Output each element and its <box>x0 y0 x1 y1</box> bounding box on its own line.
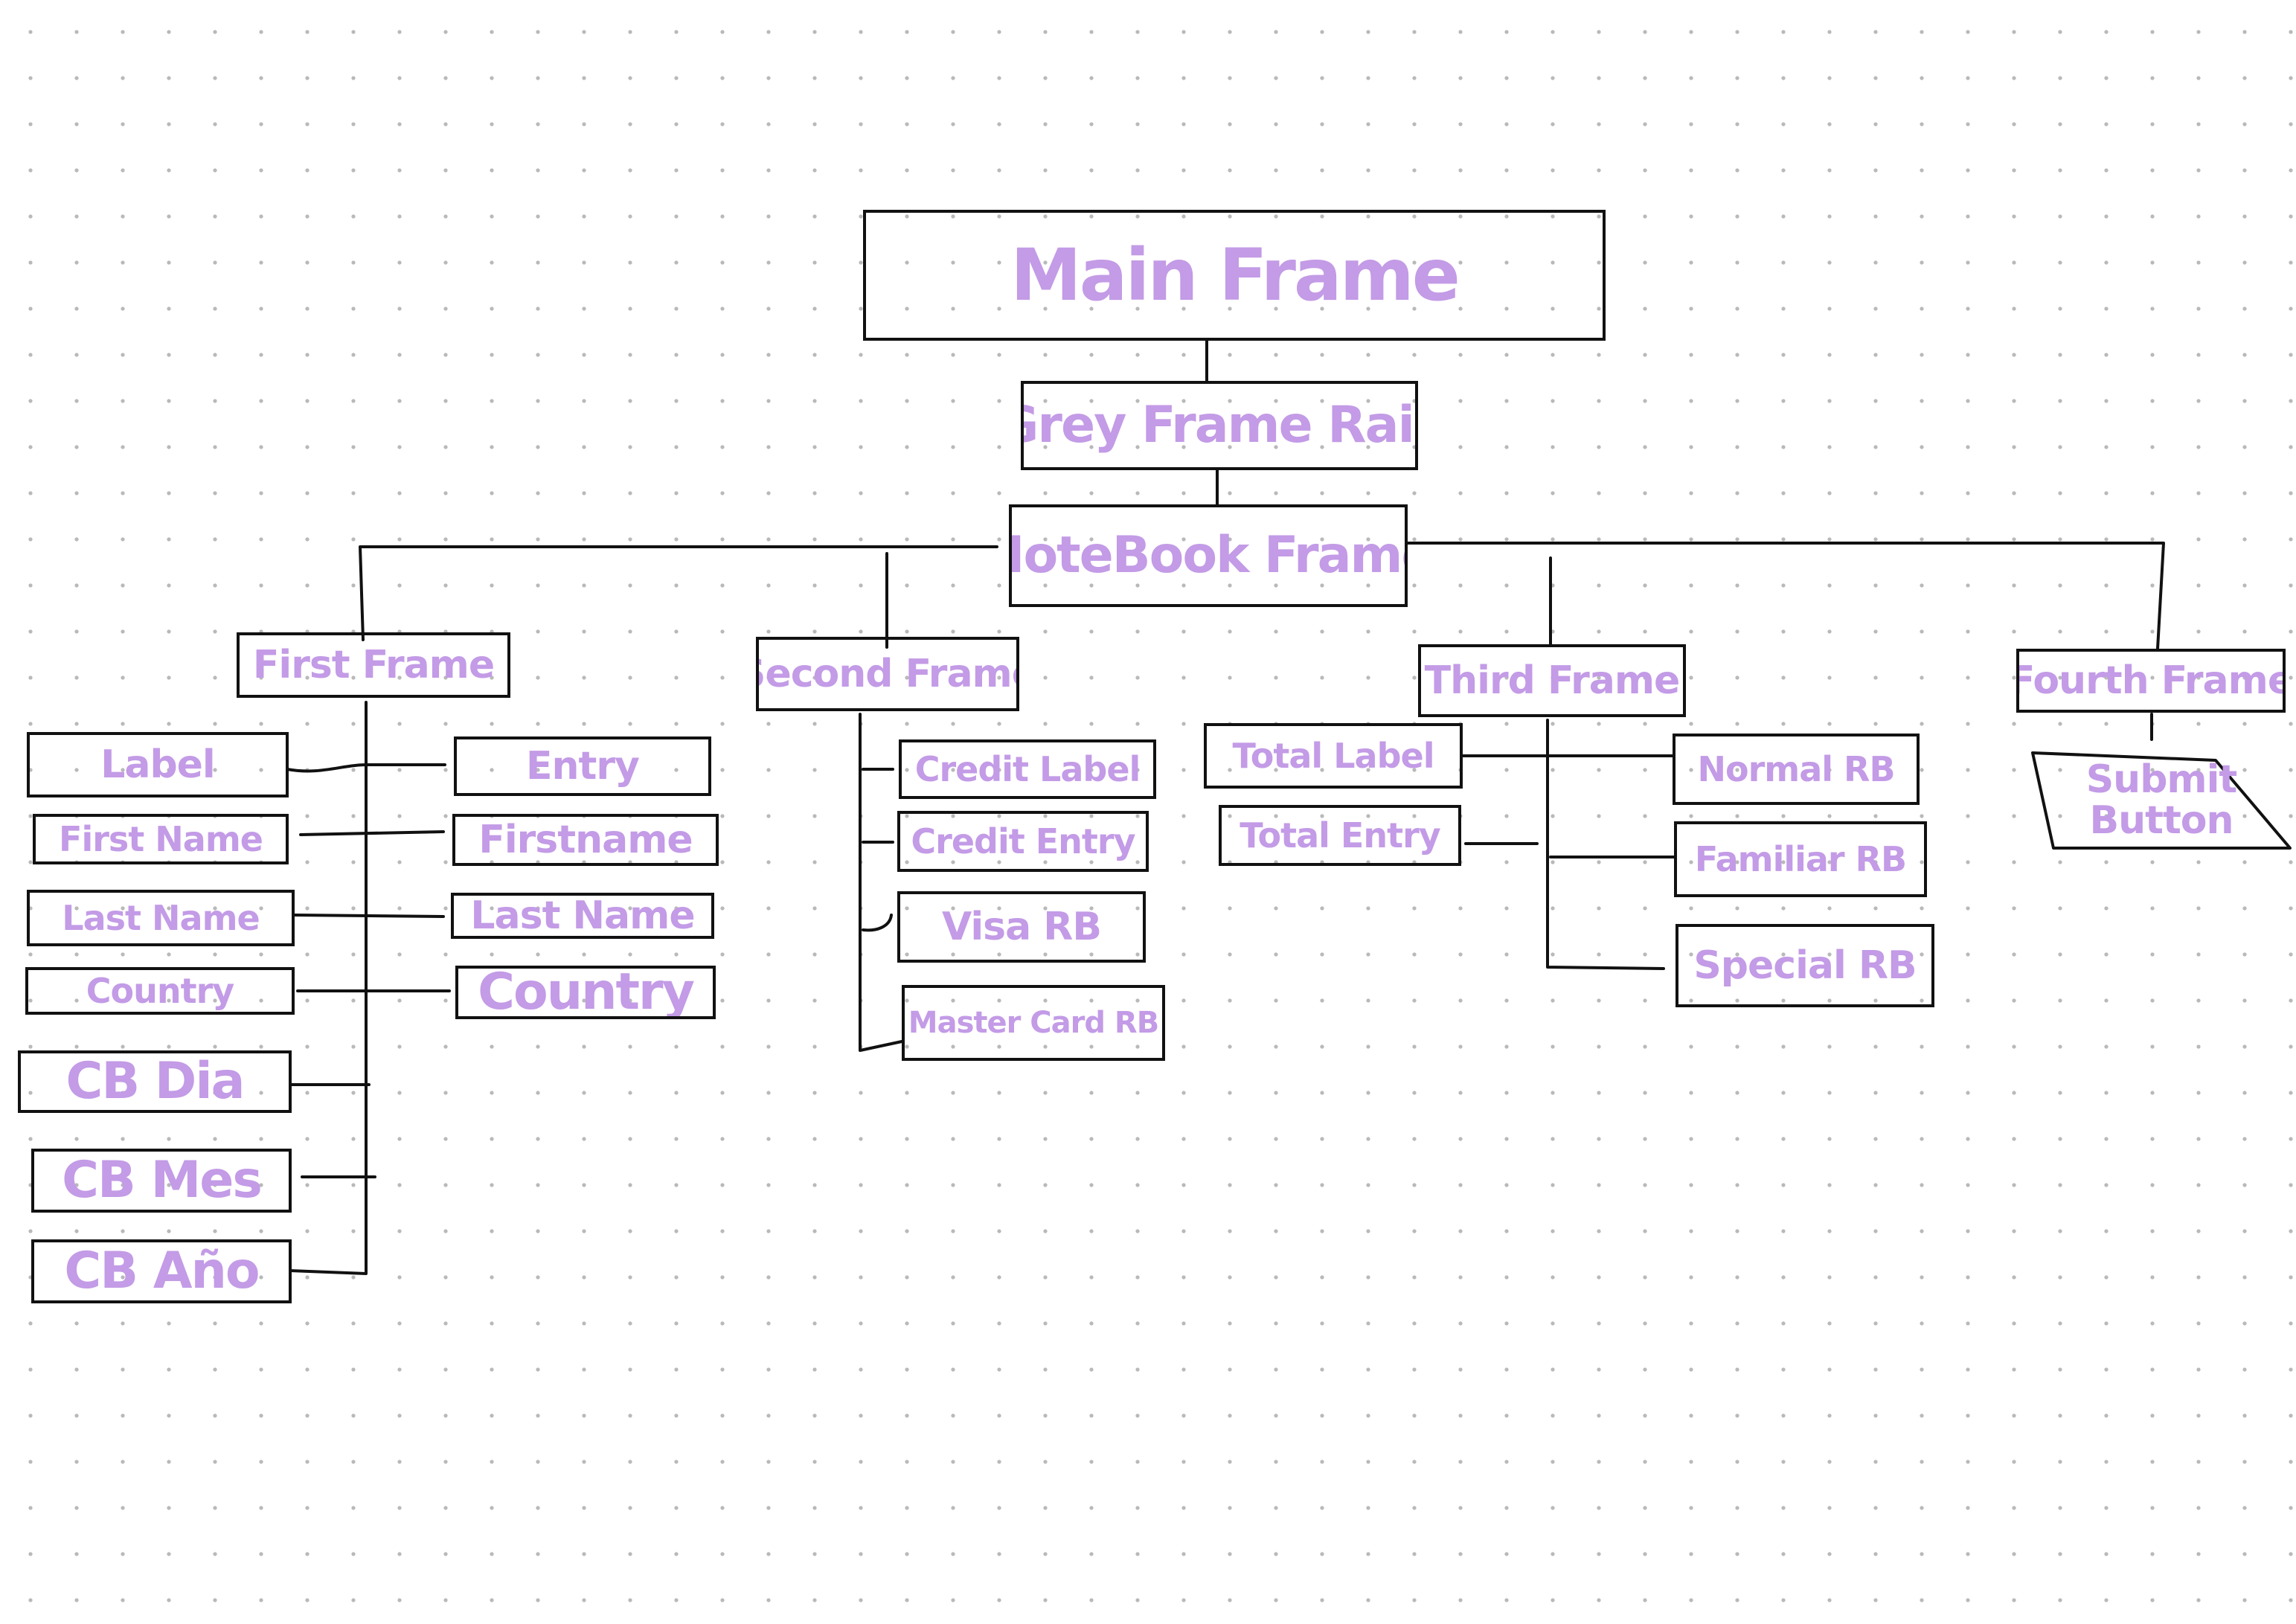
visa-rb-node-text: Visa RB <box>942 905 1102 949</box>
country-node-text: Country <box>86 971 235 1011</box>
second-frame-label: Second Frame <box>759 652 1016 696</box>
third-frame-label: Third Frame <box>1424 658 1681 703</box>
country-entry-node-text: Country <box>478 966 695 1019</box>
connector-notebook-fourth-frame <box>1406 542 2165 650</box>
firstname-entry-node-text: Firstname <box>478 818 693 862</box>
last-name-node-text: Last Name <box>62 898 260 938</box>
cb-ano-node: CB Año <box>31 1239 292 1303</box>
connector-first-spine <box>289 701 368 1275</box>
grey-frame-label: Grey Frame Raiz <box>1024 396 1415 455</box>
normal-rb-node-text: Normal RB <box>1697 749 1895 789</box>
entry-node-text: Entry <box>526 744 640 789</box>
submit-button-node-text: Submit Button <box>2085 757 2238 843</box>
entry-node: Entry <box>454 736 711 796</box>
total-entry-node: Total Entry <box>1219 805 1461 866</box>
notebook-frame-label: NoteBook Frame <box>1009 526 1405 585</box>
firstname-entry-node: Firstname <box>452 814 719 866</box>
main-frame-node: Main Frame <box>863 210 1606 341</box>
total-label-node: Total Label <box>1204 723 1463 789</box>
second-frame-node: Second Frame <box>756 637 1019 711</box>
fourth-frame-node: Fourth Frame <box>2016 649 2286 713</box>
first-frame-label: First Frame <box>252 643 495 687</box>
connector-second-spine <box>859 713 903 1052</box>
fourth-frame-label: Fourth Frame <box>2016 658 2286 703</box>
connector-label-entry <box>286 763 446 773</box>
cb-mes-node: CB Mes <box>31 1149 292 1213</box>
cb-ano-node-text: CB Año <box>64 1242 260 1300</box>
special-rb-node: Special RB <box>1675 924 1934 1007</box>
mastercard-rb-node: Master Card RB <box>902 985 1165 1061</box>
credit-label-node: Credit Label <box>899 739 1156 799</box>
connector-lastname-entry <box>293 914 445 918</box>
credit-entry-node: Credit Entry <box>897 811 1149 872</box>
third-frame-node: Third Frame <box>1418 644 1686 717</box>
first-frame-node: First Frame <box>237 632 510 698</box>
last-name-entry-node-text: Last Name <box>470 893 695 938</box>
submit-button-shape <box>2031 751 2292 850</box>
familiar-rb-node-text: Familiar RB <box>1694 839 1907 879</box>
special-rb-node-text: Special RB <box>1693 943 1917 988</box>
first-name-node-text: First Name <box>59 819 263 859</box>
connector-visa-rb <box>862 914 893 932</box>
last-name-entry-node: Last Name <box>451 893 714 939</box>
cb-dia-node-text: CB Dia <box>65 1052 245 1111</box>
connector-firstname-entry <box>299 830 445 836</box>
normal-rb-node: Normal RB <box>1673 734 1920 805</box>
grey-frame-node: Grey Frame Raiz <box>1021 381 1418 470</box>
connector-notebook-first-frame <box>359 545 998 641</box>
last-name-node: Last Name <box>27 890 295 946</box>
visa-rb-node: Visa RB <box>897 891 1146 963</box>
label-node-text: Label <box>100 742 216 787</box>
total-entry-node-text: Total Entry <box>1240 815 1441 856</box>
country-node: Country <box>25 967 295 1015</box>
label-node: Label <box>27 732 289 797</box>
cb-dia-node: CB Dia <box>18 1050 292 1113</box>
credit-entry-node-text: Credit Entry <box>911 821 1135 861</box>
submit-button-node: Submit Button <box>2046 756 2277 845</box>
total-label-node-text: Total Label <box>1232 736 1435 776</box>
main-frame-label: Main Frame <box>1010 234 1460 317</box>
first-name-node: First Name <box>33 814 289 864</box>
connector-third-spine <box>1546 719 1665 970</box>
notebook-frame-node: NoteBook Frame <box>1009 504 1408 607</box>
mastercard-rb-node-text: Master Card RB <box>908 1006 1159 1040</box>
cb-mes-node-text: CB Mes <box>62 1151 263 1210</box>
credit-label-node-text: Credit Label <box>914 749 1141 789</box>
country-entry-node: Country <box>455 966 716 1019</box>
familiar-rb-node: Familiar RB <box>1674 821 1927 897</box>
